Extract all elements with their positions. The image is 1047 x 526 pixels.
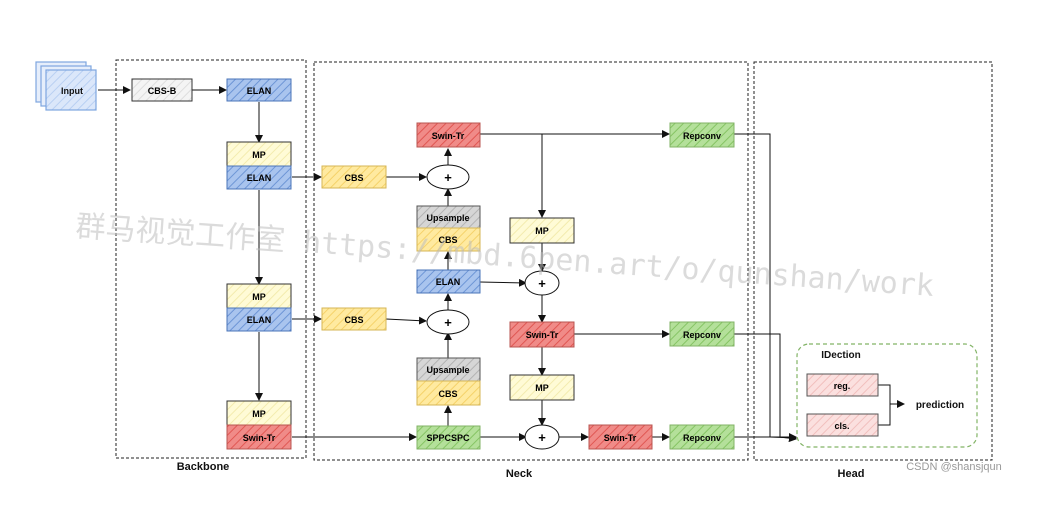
svg-text:ELAN: ELAN [247, 86, 272, 96]
cbs-block-2: CBS [321, 307, 387, 331]
svg-text:Swin-Tr: Swin-Tr [526, 330, 559, 340]
prediction-label: prediction [916, 400, 964, 411]
svg-text:MP: MP [252, 409, 266, 419]
idection-label: IDection [821, 350, 860, 361]
mp-block-3: MP [226, 400, 292, 426]
neck-frame [313, 61, 749, 461]
svg-text:MP: MP [252, 292, 266, 302]
svg-text:Swin-Tr: Swin-Tr [604, 433, 637, 443]
svg-text:ELAN: ELAN [247, 315, 272, 325]
svg-text:+: + [444, 170, 452, 185]
svg-text:CBS: CBS [344, 173, 363, 183]
elan-block-1: ELAN [226, 78, 292, 102]
upsample-block-2: Upsample [416, 357, 481, 382]
svg-text:ELAN: ELAN [436, 277, 461, 287]
concat-node-2: + [426, 309, 470, 335]
svg-text:Swin-Tr: Swin-Tr [243, 433, 276, 443]
mp-block-2: MP [226, 283, 292, 309]
concat-node-4: + [524, 424, 560, 450]
concat-node-1: + [426, 164, 470, 190]
svg-text:+: + [538, 276, 546, 291]
svg-text:Upsample: Upsample [426, 213, 469, 223]
cls-block: cls. [806, 413, 879, 437]
svg-text:CBS: CBS [344, 315, 363, 325]
input-images [35, 61, 97, 111]
cbs-up-block-1: CBS [416, 227, 481, 252]
cbs-b-block: CBS-B [131, 78, 193, 102]
svg-text:cls.: cls. [834, 421, 849, 431]
cbs-up-block-2: CBS [416, 380, 481, 406]
backbone-label: Backbone [177, 461, 230, 473]
svg-text:MP: MP [535, 226, 549, 236]
svg-text:Repconv: Repconv [683, 330, 721, 340]
repconv-block-3: Repconv [669, 424, 735, 450]
backbone-frame [115, 59, 307, 459]
repconv-block-2: Repconv [669, 321, 735, 347]
svg-text:+: + [538, 430, 546, 445]
swin-tr-mid-block: Swin-Tr [509, 321, 575, 348]
elan-block-3: ELAN [226, 307, 292, 332]
svg-text:reg.: reg. [834, 381, 851, 391]
idection-frame [796, 343, 978, 448]
svg-text:MP: MP [535, 383, 549, 393]
svg-text:CBS-B: CBS-B [148, 86, 177, 96]
svg-text:+: + [444, 315, 452, 330]
upsample-block-1: Upsample [416, 205, 481, 229]
svg-text:Swin-Tr: Swin-Tr [432, 131, 465, 141]
neck-label: Neck [506, 468, 533, 480]
svg-text:CBS: CBS [438, 389, 457, 399]
svg-text:Repconv: Repconv [683, 131, 721, 141]
swin-tr-bottom-block: Swin-Tr [588, 424, 653, 450]
reg-block: reg. [806, 373, 879, 397]
svg-text:Repconv: Repconv [683, 433, 721, 443]
credit-text: CSDN @shansjqun [906, 461, 1002, 473]
head-label: Head [838, 468, 865, 480]
repconv-block-1: Repconv [669, 122, 735, 148]
svg-text:CBS: CBS [438, 235, 457, 245]
input-label: Input [61, 86, 83, 96]
cbs-block-1: CBS [321, 165, 387, 189]
mp-neck-block-b: MP [509, 374, 575, 401]
sppcspc-block: SPPCSPC [416, 425, 481, 450]
connectors [98, 86, 905, 443]
svg-text:ELAN: ELAN [247, 173, 272, 183]
svg-text:Upsample: Upsample [426, 365, 469, 375]
mp-block-1: MP [226, 141, 292, 167]
concat-node-3: + [524, 270, 560, 296]
swin-tr-backbone-block: Swin-Tr [226, 424, 292, 450]
svg-text:SPPCSPC: SPPCSPC [426, 433, 470, 443]
swin-tr-top-block: Swin-Tr [416, 122, 481, 148]
head-frame [753, 61, 993, 461]
elan-block-2: ELAN [226, 165, 292, 190]
watermark-text: 群马视觉工作室 https://mbd.6pen.art/o/qunshan/w… [74, 209, 935, 304]
svg-text:MP: MP [252, 150, 266, 160]
elan-neck-block: ELAN [416, 269, 481, 294]
mp-neck-block-a: MP [509, 217, 575, 244]
